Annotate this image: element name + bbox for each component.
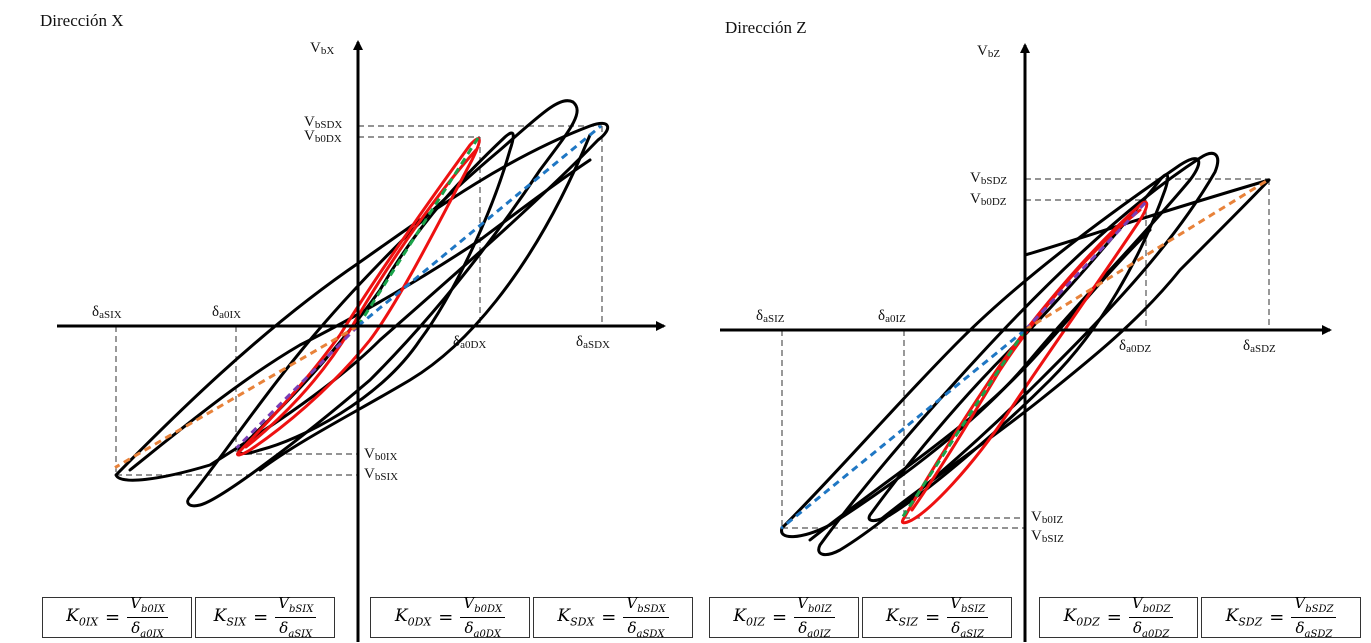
label-vb0ix: Vb0IX	[364, 446, 398, 463]
inner-hysteresis-loops	[236, 137, 481, 457]
outer-hysteresis-loops	[114, 99, 609, 508]
panel-x: Dirección X	[40, 11, 666, 642]
inner-loop-2	[244, 148, 478, 449]
secant-k0i-line	[235, 324, 360, 450]
inner-loop-2	[910, 208, 1142, 512]
y-axis-label: VbX	[310, 40, 334, 57]
label-vbsix: VbSIX	[364, 466, 398, 483]
secant-k0d-line	[356, 134, 481, 327]
panel-title: Dirección Z	[725, 18, 807, 37]
label-vbsdz: VbSDZ	[970, 170, 1007, 187]
panel-z: Dirección Z VbZ VbSDZ Vb0	[720, 18, 1332, 642]
secant-ksi-line	[780, 328, 1026, 530]
inner-loop-1	[900, 200, 1149, 525]
label-da0ix: δa0IX	[212, 304, 241, 321]
label-da0dx: δa0DX	[453, 334, 486, 351]
secant-lines	[114, 124, 602, 469]
secant-ksd-line	[357, 124, 602, 328]
secant-lines	[780, 178, 1270, 530]
inner-loop-1	[236, 137, 481, 457]
outer-loop-1	[780, 157, 1201, 539]
label-vb0iz: Vb0IZ	[1031, 509, 1064, 526]
secant-k0i-line	[901, 329, 1027, 518]
outer-loop-1	[114, 121, 609, 482]
inner-hysteresis-loops	[900, 200, 1149, 525]
secant-ksi-line	[114, 324, 359, 469]
label-da0dz: δa0DZ	[1119, 338, 1151, 355]
label-vbsiz: VbSIZ	[1031, 528, 1064, 545]
label-vb0dz: Vb0DZ	[970, 191, 1007, 208]
label-dasdx: δaSDX	[576, 334, 610, 351]
panel-title: Dirección X	[40, 11, 124, 30]
label-dasix: δaSIX	[92, 304, 122, 321]
guide-lines	[781, 178, 1270, 529]
outer-loop-4	[128, 158, 592, 472]
label-dasiz: δaSIZ	[756, 308, 785, 325]
label-da0iz: δa0IZ	[878, 308, 906, 325]
outer-loop-4	[878, 178, 1271, 522]
label-vb0dx: Vb0DX	[304, 128, 342, 145]
outer-loop-5	[258, 133, 592, 472]
y-axis-label: VbZ	[977, 43, 1000, 60]
label-vbsdx: VbSDX	[304, 114, 342, 131]
label-dasdz: δaSDZ	[1243, 338, 1276, 355]
secant-k0d-line	[1023, 199, 1149, 332]
